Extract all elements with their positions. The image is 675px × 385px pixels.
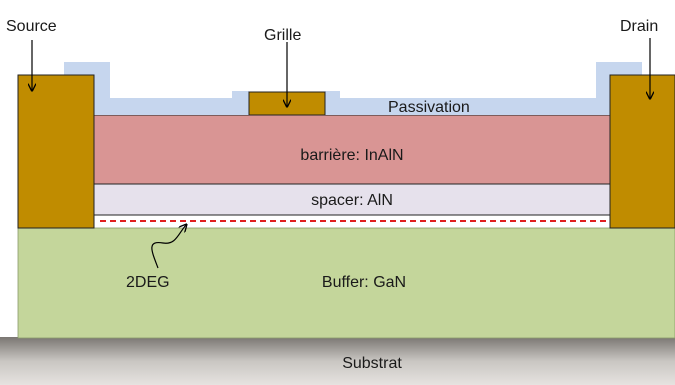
substrate-label: Substrat: [342, 355, 402, 372]
passivation-layer: [64, 62, 642, 115]
twodeg-pointer-arrow: [151, 225, 186, 269]
drain-label: Drain: [620, 18, 658, 35]
drain-contact: [609, 74, 675, 229]
barrier-label: barrière: InAlN: [300, 147, 403, 164]
passivation-label: Passivation: [388, 99, 470, 116]
source-contact: [17, 74, 95, 229]
substrate-layer: [0, 337, 675, 385]
source-label: Source: [6, 18, 57, 35]
spacer-label: spacer: AlN: [311, 192, 393, 209]
barrier-layer: [93, 114, 611, 185]
spacer-layer: [93, 183, 611, 216]
twodeg-label: 2DEG: [126, 274, 170, 291]
gate-label: Grille: [264, 27, 301, 44]
buffer-label: Buffer: GaN: [322, 274, 406, 291]
buffer-layer: [17, 227, 675, 339]
